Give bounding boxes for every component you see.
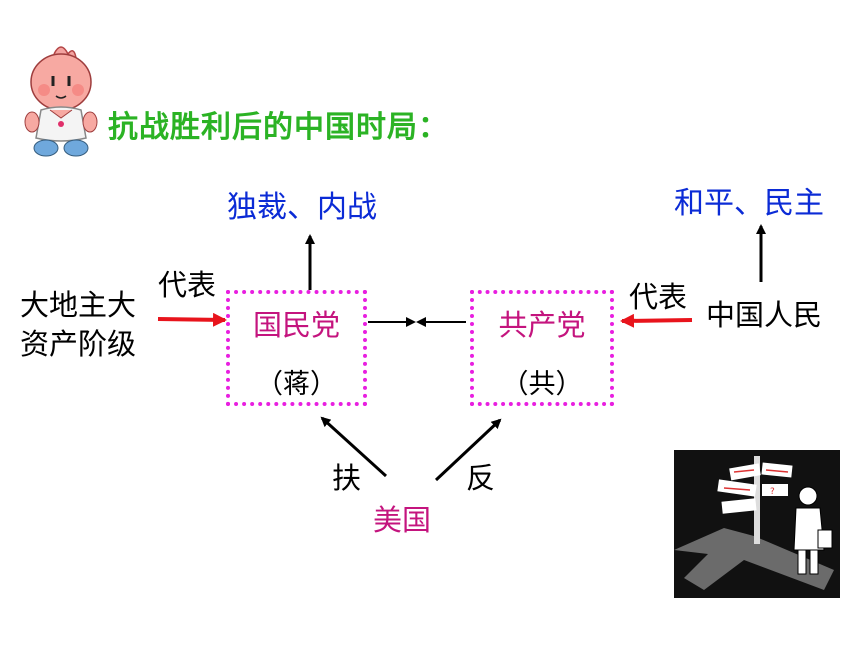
ccp-name: 共产党 <box>498 308 586 342</box>
usa-text: 美国 <box>373 503 432 537</box>
people-goal-text: 和平、民主 <box>674 186 824 221</box>
ccp-sub: （共） <box>501 369 583 400</box>
mascot-illustration <box>16 40 106 160</box>
kmt-sub: （蒋） <box>256 369 337 400</box>
crossroads-illustration: ? <box>674 450 840 598</box>
ccp-box: 共产党 （共） <box>470 290 614 406</box>
kmt-name: 国民党 <box>252 308 340 342</box>
left-represent-arrow <box>157 312 227 327</box>
kmt-goal-text: 独裁、内战 <box>227 190 377 225</box>
oppose-label: 反 <box>466 461 496 495</box>
right-represent-label: 代表 <box>629 280 688 314</box>
kmt-box: 国民党 （蒋） <box>226 290 367 406</box>
right-represent-arrow <box>620 313 693 328</box>
landlord-class-line1: 大地主大 <box>20 288 137 322</box>
left-represent-label: 代表 <box>158 268 217 302</box>
support-label: 扶 <box>332 461 362 495</box>
landlord-class-line2: 资产阶级 <box>20 327 137 361</box>
page-title: 抗战胜利后的中国时局： <box>108 110 449 145</box>
usa-support-arrow <box>320 416 388 478</box>
chinese-people-text: 中国人民 <box>706 298 823 332</box>
svg-text:?: ? <box>770 487 775 497</box>
usa-oppose-arrow <box>434 418 502 482</box>
